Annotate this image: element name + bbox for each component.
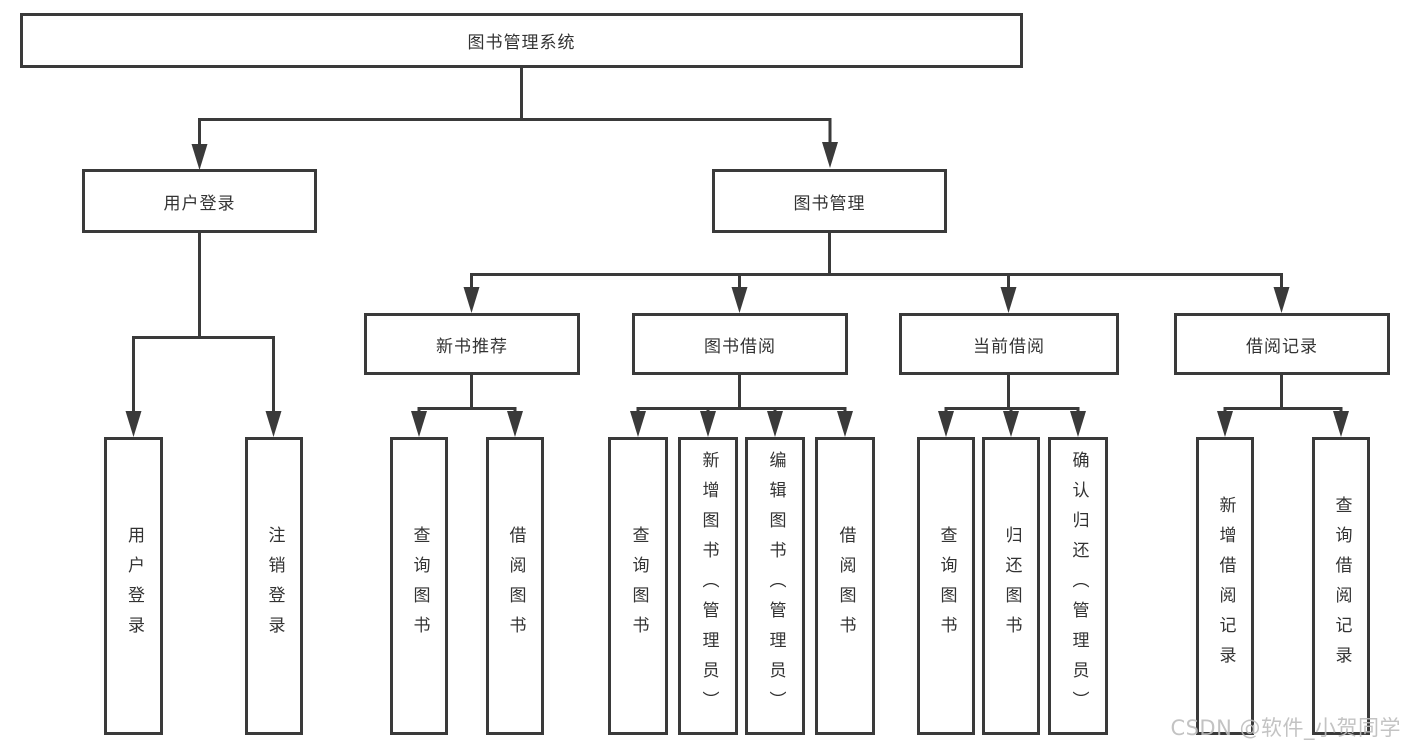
leaf-borrow-books: 借阅图书 (815, 437, 875, 735)
arrowhead-icon (731, 287, 748, 313)
node-user-login: 用户登录 (82, 169, 317, 233)
leaf-query-books-borrow: 查询图书 (608, 437, 668, 735)
leaf-logout: 注销登录 (245, 437, 303, 735)
node-borrow-records: 借阅记录 (1174, 313, 1390, 375)
leaf-query-books-recommend: 查询图书 (390, 437, 448, 735)
arrowhead-icon (700, 411, 716, 437)
leaf-query-books-current: 查询图书 (917, 437, 975, 735)
arrowhead-icon (1003, 411, 1019, 437)
leaf-query-borrow-record: 查询借阅记录 (1312, 437, 1370, 735)
watermark: CSDN @软件_小贺同学 (1170, 716, 1401, 740)
arrowhead-icon (191, 144, 208, 170)
edge-current-borrow-to-leaves (944, 375, 1080, 412)
arrowhead-icon (822, 142, 838, 168)
arrowhead-icon (1333, 411, 1349, 437)
edge-root-to-level2 (198, 68, 832, 146)
arrowhead-icon (265, 411, 282, 437)
leaf-add-borrow-record: 新增借阅记录 (1196, 437, 1254, 735)
node-book-borrow: 图书借阅 (632, 313, 848, 375)
edge-book-borrow-to-leaves (636, 375, 847, 412)
leaf-add-books-admin: 新增图书（管理员） (678, 437, 738, 735)
edge-book-management-to-level3 (470, 233, 1283, 288)
arrowhead-icon (125, 411, 142, 437)
edge-borrow-records-to-leaves (1223, 375, 1343, 412)
arrowhead-icon (411, 411, 427, 437)
leaf-edit-books-admin: 编辑图书（管理员） (745, 437, 805, 735)
arrowhead-icon (1000, 287, 1017, 313)
arrowhead-icon (1217, 411, 1233, 437)
node-library-management-system: 图书管理系统 (20, 13, 1023, 68)
arrowhead-icon (1273, 287, 1290, 313)
arrowhead-icon (630, 411, 646, 437)
arrowhead-icon (938, 411, 954, 437)
leaf-confirm-return-admin: 确认归还（管理员） (1048, 437, 1108, 735)
node-new-book-recommend: 新书推荐 (364, 313, 580, 375)
leaf-borrow-books-recommend: 借阅图书 (486, 437, 544, 735)
arrowhead-icon (837, 411, 853, 437)
arrowhead-icon (767, 411, 783, 437)
arrowhead-icon (1070, 411, 1086, 437)
node-book-management: 图书管理 (712, 169, 947, 233)
edge-new-book-recommend-to-leaves (417, 375, 517, 412)
leaf-return-books: 归还图书 (982, 437, 1040, 735)
edge-user-login-to-leaves (132, 233, 275, 412)
arrowhead-icon (463, 287, 480, 313)
leaf-user-login: 用户登录 (104, 437, 163, 735)
node-current-borrow: 当前借阅 (899, 313, 1119, 375)
arrowhead-icon (507, 411, 523, 437)
